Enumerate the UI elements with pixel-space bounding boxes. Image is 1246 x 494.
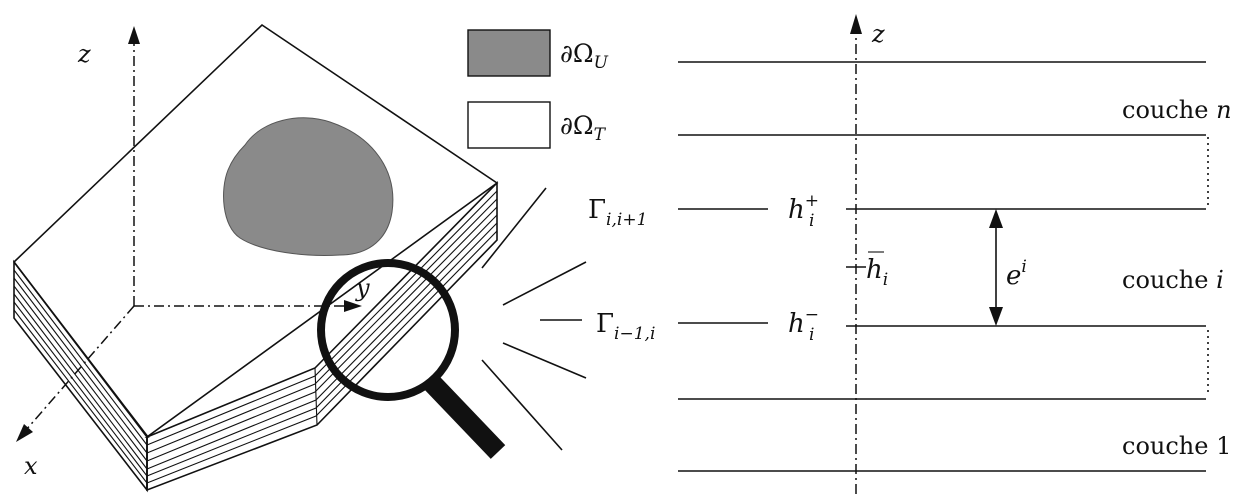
couche-1-label: couche 1: [1122, 432, 1231, 460]
legend-swatch-t: [467, 101, 551, 149]
y-arrowhead: [344, 300, 362, 312]
z-arrowhead: [128, 26, 140, 44]
h-bar-label: hi: [866, 255, 888, 290]
couche-i-label: couche i: [1122, 266, 1224, 294]
axes-3d: z y x: [16, 26, 370, 480]
x-arrowhead: [16, 424, 33, 442]
h-minus-label: h−i: [788, 305, 819, 345]
thickness-arrow: [989, 209, 1003, 326]
h-plus-label: h+i: [788, 191, 819, 231]
axis-y-label-3d: y: [355, 274, 370, 302]
z-axis-arrowhead: [850, 14, 862, 34]
legend: ∂ΩU ∂ΩT: [467, 29, 609, 149]
loaded-region-blob: [223, 117, 394, 256]
gamma-bot-label: Γi−1,i: [596, 309, 655, 344]
axis-x-label-3d: x: [24, 452, 38, 480]
plate-3d: z y x: [12, 23, 587, 493]
couche-n-label: couche n: [1122, 96, 1232, 124]
gamma-top-label: Γi,i+1: [588, 195, 647, 230]
legend-label-u: ∂ΩU: [560, 39, 609, 73]
zoom-rays: [481, 187, 587, 451]
legend-label-t: ∂ΩT: [560, 111, 607, 145]
axis-z-label-3d: z: [77, 40, 91, 68]
thickness-label: ei: [1006, 257, 1027, 291]
layer-section: z ei Γi,i+1 Γi−1,i: [588, 14, 1232, 494]
legend-swatch-u: [467, 29, 551, 77]
ply-lines-left: [13, 269, 148, 484]
magnifier-icon: [317, 259, 506, 459]
axis-z-label: z: [871, 20, 885, 48]
